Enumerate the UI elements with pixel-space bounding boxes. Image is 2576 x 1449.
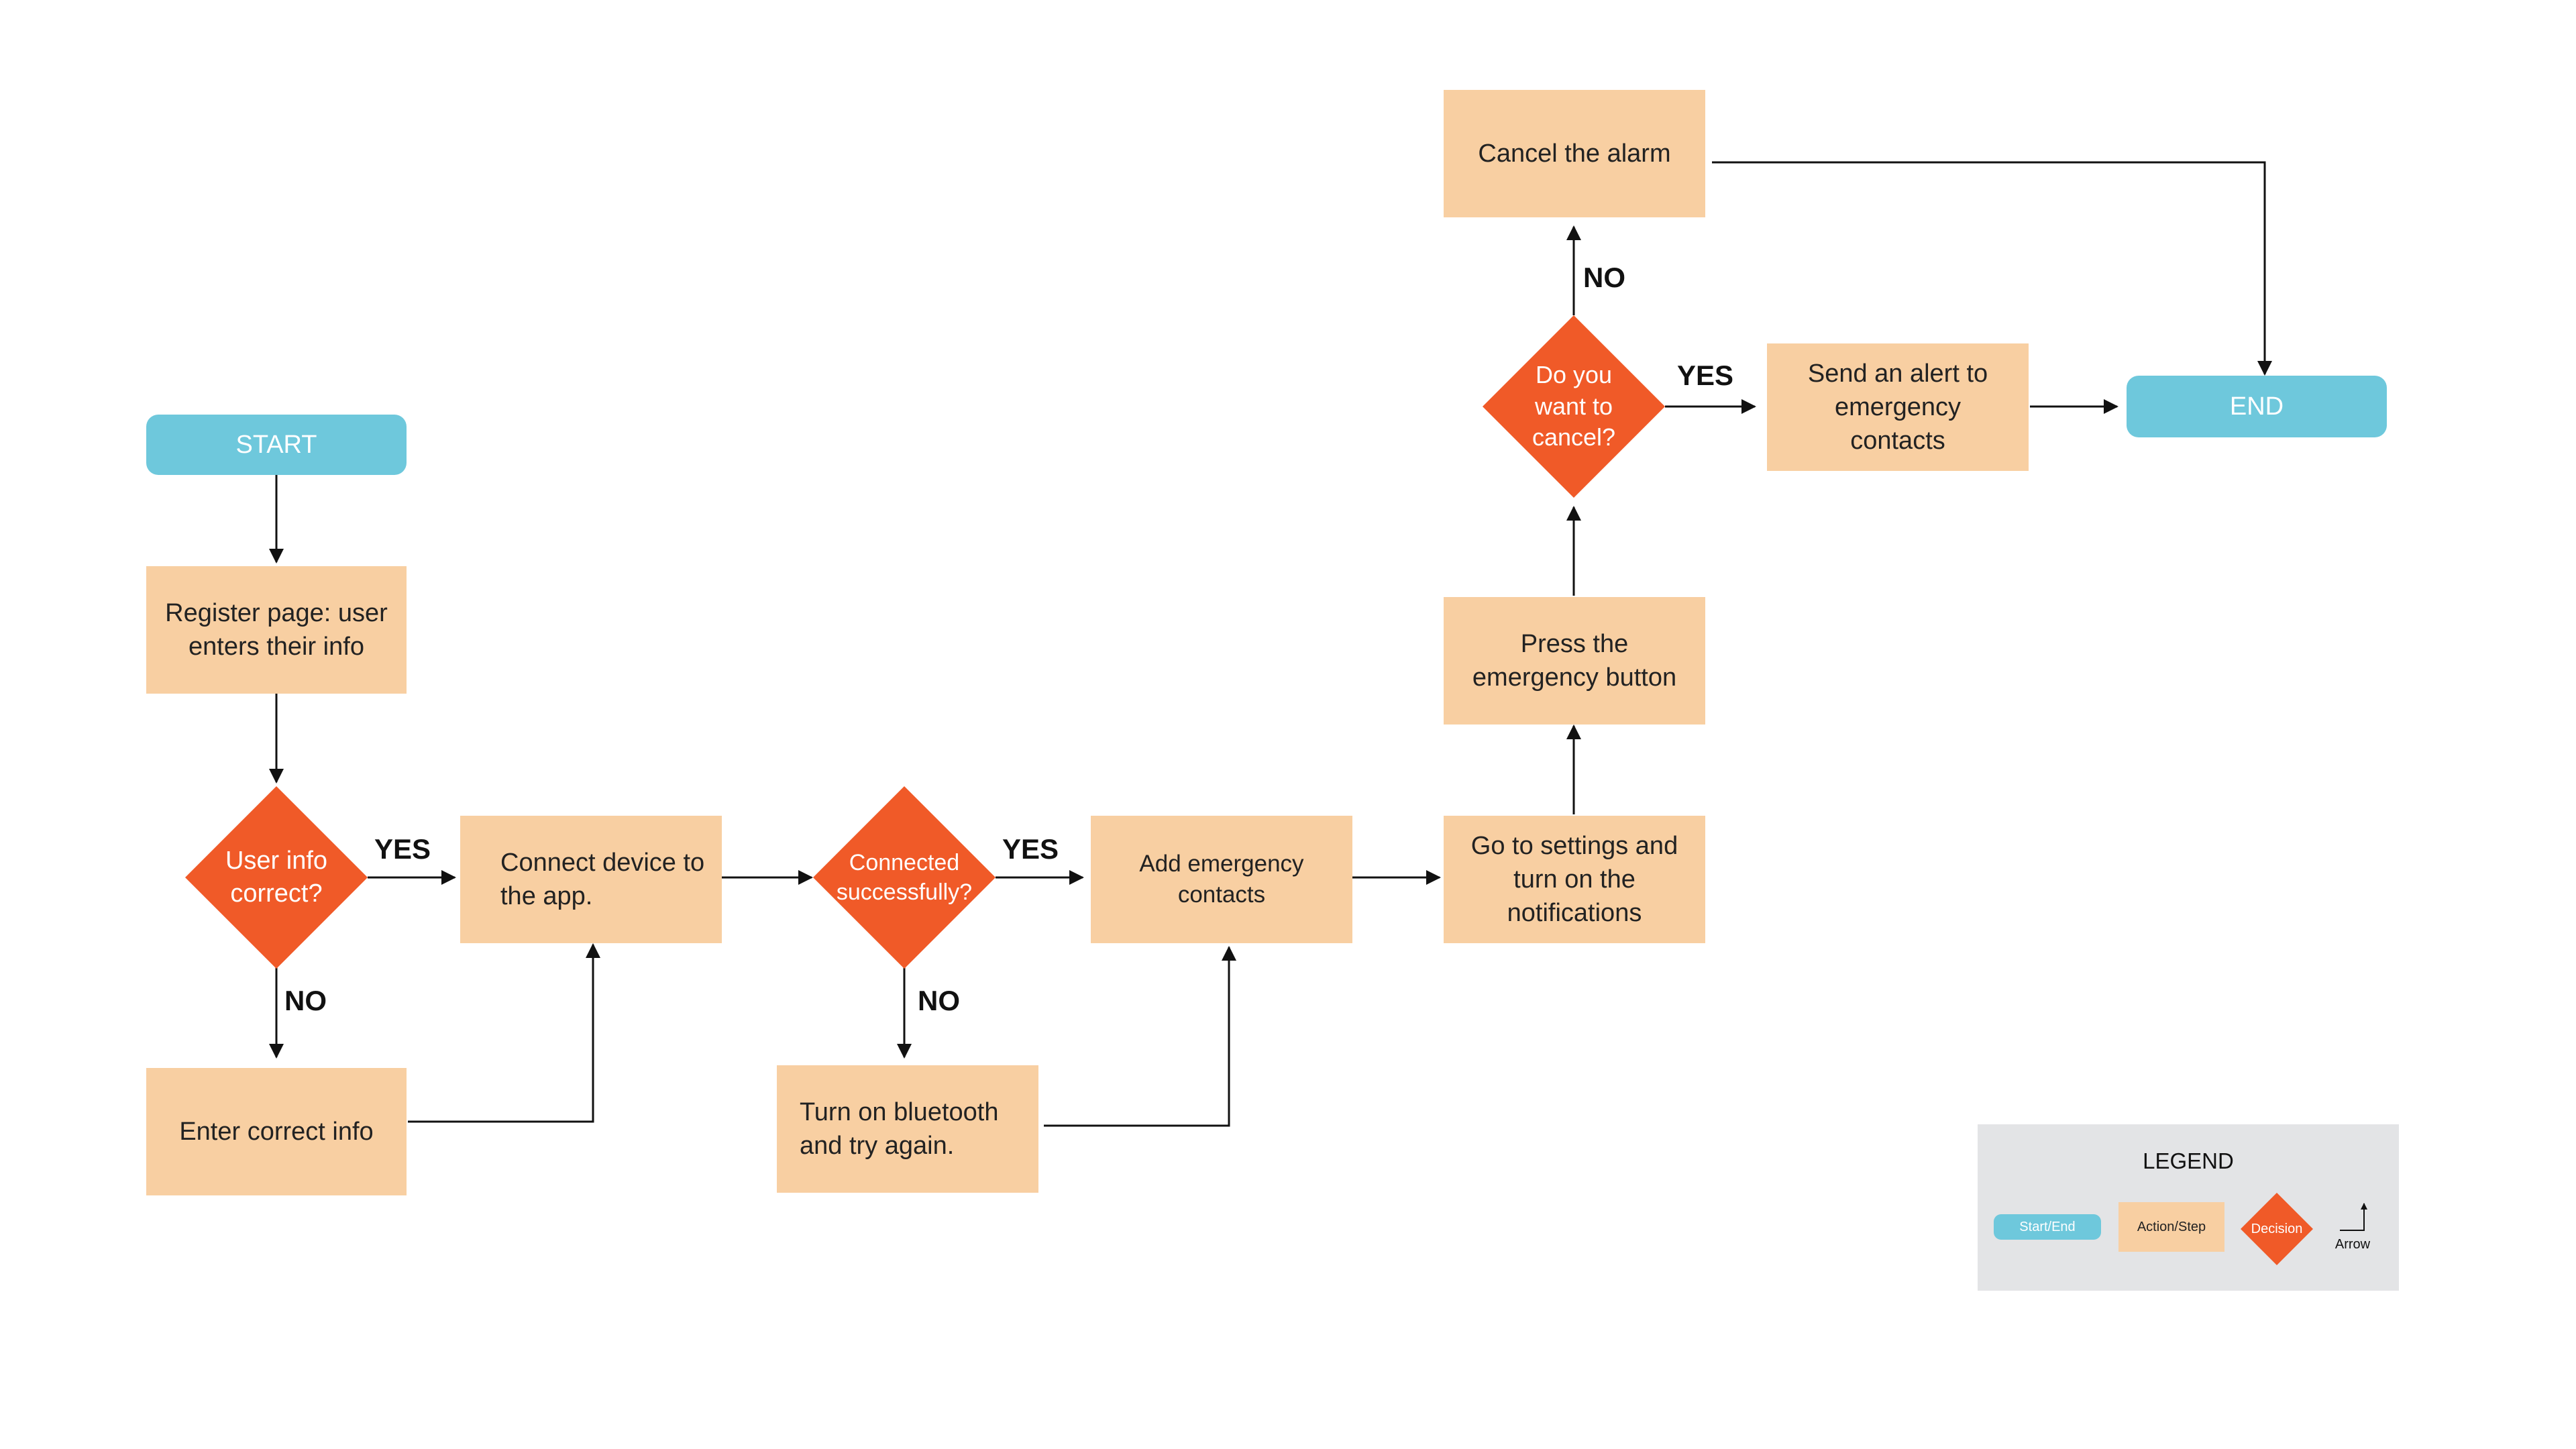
branch-label-user-info-yes: YES	[374, 833, 431, 865]
decision-diamond-user-info	[185, 786, 368, 969]
register-page-node: Register page: user enters their info	[146, 566, 407, 694]
legend-panel: LEGEND Start/End Action/Step Decision Ar…	[1978, 1124, 2399, 1291]
legend-arrow-label: Arrow	[2334, 1237, 2371, 1252]
edge-enter-connect	[408, 943, 600, 1123]
connected-successfully-label: Connected successfully?	[836, 849, 973, 905]
branch-label-cancel-no: NO	[1583, 262, 1625, 293]
go-to-settings-node: Go to settings and turn on the notificat…	[1444, 816, 1705, 943]
add-emergency-contacts-node: Add emergency contacts	[1091, 816, 1352, 943]
branch-label-user-info-no: NO	[284, 985, 327, 1016]
enter-correct-info-node: Enter correct info	[146, 1068, 407, 1195]
turn-on-bluetooth-node: Turn on bluetooth and try again.	[777, 1065, 1038, 1193]
cancel-alarm-node: Cancel the alarm	[1444, 90, 1705, 217]
end-node: END	[2127, 376, 2387, 437]
branch-label-cancel-yes: YES	[1677, 360, 1734, 391]
branch-label-connected-yes: YES	[1002, 833, 1059, 865]
edge-alarm-end	[1712, 161, 2272, 376]
connect-device-node: Connect device to the app.	[460, 816, 722, 943]
start-node: START	[146, 415, 407, 475]
legend-arrow-icon	[2340, 1203, 2367, 1231]
branch-label-connected-no: NO	[918, 985, 960, 1016]
press-emergency-button-node: Press the emergency button	[1444, 597, 1705, 724]
send-alert-node: Send an alert to emergency contacts	[1767, 343, 2029, 471]
legend-start-end-swatch: Start/End	[1994, 1214, 2101, 1240]
edge-bluetooth-add	[1044, 946, 1236, 1127]
legend-decision-diamond	[2241, 1193, 2313, 1265]
decision-diamond-connected	[813, 786, 996, 969]
legend-action-step-swatch: Action/Step	[2118, 1202, 2224, 1252]
legend-title: LEGEND	[2143, 1148, 2234, 1173]
want-to-cancel-label: Do you want to cancel?	[1532, 360, 1616, 451]
legend-decision-label: Decision	[2251, 1221, 2303, 1236]
decision-diamond-cancel	[1483, 315, 1665, 498]
user-info-correct-label: User info correct?	[225, 846, 328, 908]
